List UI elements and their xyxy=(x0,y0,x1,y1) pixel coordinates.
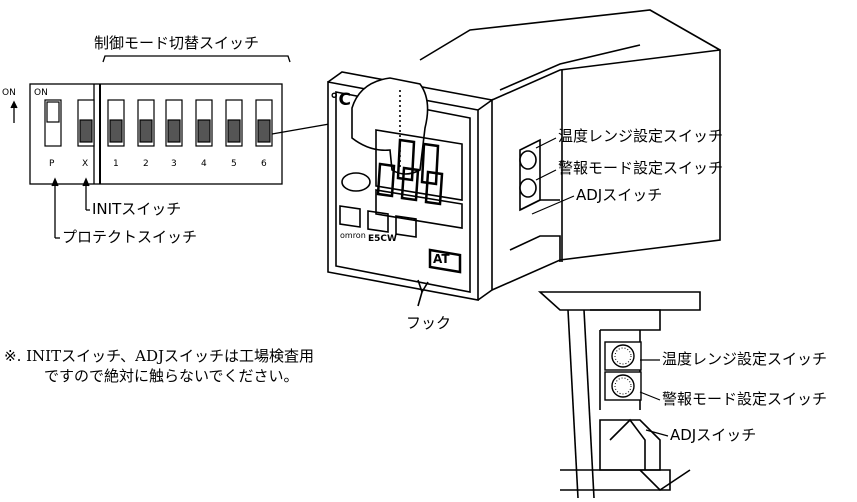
rotary-dials xyxy=(604,341,642,401)
dip-label-2: 2 xyxy=(143,159,149,169)
side-dials xyxy=(519,150,537,198)
unit-label: °C xyxy=(330,90,351,110)
mode-bracket xyxy=(102,55,291,63)
dip-label-1: 1 xyxy=(113,159,119,169)
alarm-mode-switch-label: 警報モード設定スイッチ xyxy=(558,159,724,177)
side-view-drawing xyxy=(537,291,701,499)
protect-switch-label: プロテクトスイッチ xyxy=(62,228,198,246)
temp-range-switch-label: 温度レンジ設定スイッチ xyxy=(558,127,724,145)
on-outer-label: ON xyxy=(2,88,16,98)
dip-switch-panel xyxy=(29,83,283,185)
controller-body xyxy=(327,9,721,307)
dip-label-4: 4 xyxy=(201,159,207,169)
brand-label: omron xyxy=(340,231,366,240)
dip-label-5: 5 xyxy=(231,159,237,169)
dip-switch-slots xyxy=(44,99,273,147)
dip-label-3: 3 xyxy=(171,159,177,169)
lower-adj-switch-label: ADJスイッチ xyxy=(670,426,757,444)
at-button-label: AT xyxy=(433,252,450,266)
mode-switch-title: 制御モード切替スイッチ xyxy=(94,34,260,52)
lower-temp-range-switch-label: 温度レンジ設定スイッチ xyxy=(662,350,828,368)
dip-label-6: 6 xyxy=(261,159,267,169)
dip-label-x: X xyxy=(82,159,89,169)
model-label: E5CW xyxy=(368,234,397,244)
init-switch-label: INITスイッチ xyxy=(92,200,182,218)
hook-label: フック xyxy=(406,314,452,332)
note-line-2: ですので絶対に触らないでください。 xyxy=(44,367,299,385)
adj-switch-label: ADJスイッチ xyxy=(576,186,663,204)
lower-alarm-mode-switch-label: 警報モード設定スイッチ xyxy=(662,390,828,408)
on-inner-label: ON xyxy=(34,88,48,98)
note-line-1: ※. INITスイッチ、ADJスイッチは工場検査用 xyxy=(4,347,315,365)
dip-label-p: P xyxy=(49,159,55,169)
